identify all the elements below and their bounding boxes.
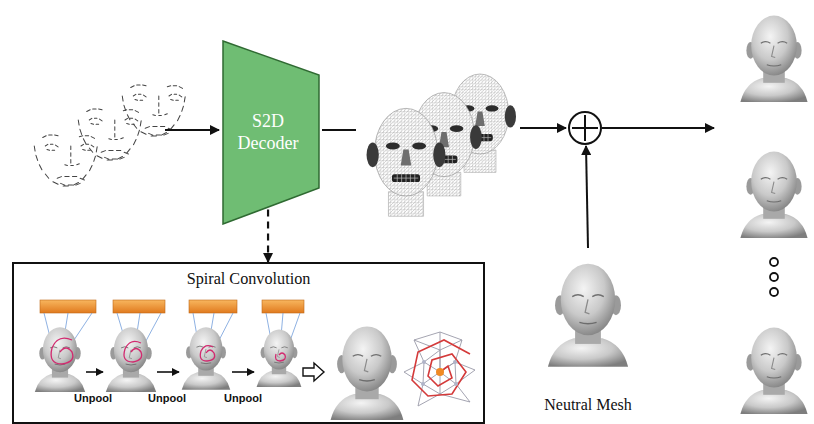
output-arrow	[303, 363, 324, 381]
dense-mesh-faces	[367, 74, 516, 216]
output-faces	[770, 288, 778, 296]
trapezoid-outline	[223, 41, 319, 224]
output-faces	[770, 258, 778, 266]
add-symbol	[572, 115, 598, 141]
unpool-arrow	[157, 371, 179, 373]
spiral-conv-illustration	[35, 327, 85, 392]
spiral-path	[200, 346, 214, 361]
dense-mesh-faces	[367, 108, 446, 216]
box-heading: Spiral Convolution	[14, 270, 483, 289]
decoder-trapezoid: S2D Decoder	[222, 40, 320, 225]
output-faces	[740, 16, 807, 414]
flow-arrow	[602, 127, 714, 129]
spiral-mesh	[404, 332, 475, 406]
flow-arrow	[586, 146, 588, 248]
spiral-path	[124, 341, 142, 362]
spiral-mesh	[421, 382, 425, 386]
output-faces	[740, 16, 807, 102]
flow-line	[322, 129, 356, 131]
spiral-path	[51, 338, 285, 364]
node-title: S2D Decoder	[229, 111, 307, 154]
spiral-conv-illustration	[182, 327, 231, 389]
spiral-conv-illustration	[257, 329, 302, 387]
spiral-mesh	[453, 360, 457, 364]
image-caption: Neutral Mesh	[544, 396, 632, 414]
output-arrow	[303, 363, 324, 381]
output-faces	[740, 328, 807, 414]
spiral-conv-illustration	[331, 326, 404, 420]
unpool-arrow	[232, 371, 254, 373]
operation-label: Unpool	[74, 392, 112, 404]
feature-bar	[189, 300, 237, 313]
sparse-landmarks	[78, 109, 141, 160]
output-faces	[770, 273, 778, 281]
flow-arrow	[165, 129, 219, 131]
operation-label: Unpool	[148, 392, 186, 404]
spiral-path	[276, 353, 286, 361]
spiral-conv-illustration	[106, 327, 156, 392]
add-symbol	[569, 112, 601, 144]
spiral-mesh	[454, 382, 458, 386]
spiral-mesh	[422, 360, 426, 364]
spiral-mesh	[412, 340, 470, 396]
feature-bar	[40, 300, 96, 313]
feature-bar	[40, 300, 304, 313]
feature-bar	[262, 300, 304, 313]
operation-label: Unpool	[224, 392, 262, 404]
unpool-arrow	[86, 371, 103, 373]
sparse-landmarks	[34, 135, 97, 186]
projection-lines	[44, 313, 300, 365]
spiral-conv-illustration	[35, 300, 475, 420]
feature-bar	[113, 300, 165, 313]
unpool-arrow	[86, 371, 254, 373]
spiral-mesh	[436, 368, 444, 376]
dashed-arrow	[267, 210, 269, 262]
flow-arrow	[520, 127, 566, 129]
sparse-landmarks	[122, 85, 185, 136]
sparse-landmarks	[34, 85, 185, 186]
output-faces	[740, 152, 807, 238]
neutral-mesh	[548, 264, 628, 367]
add-symbol	[569, 112, 601, 144]
spiral-path	[51, 338, 73, 364]
spiral-mesh	[404, 332, 475, 406]
